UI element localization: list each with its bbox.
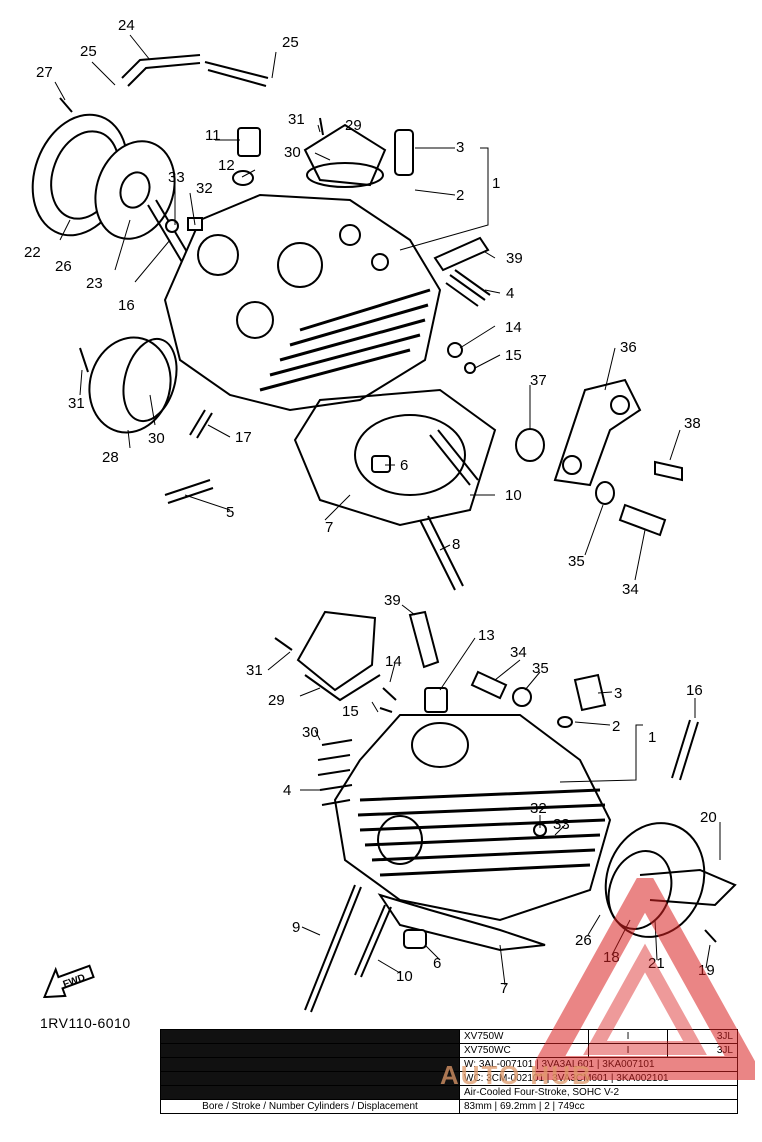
table-row: Bore / Stroke / Number Cylinders / Displ… <box>160 1099 738 1114</box>
callout-b-26: 26 <box>575 932 592 949</box>
callout-29: 29 <box>345 117 362 134</box>
callout-6: 6 <box>400 457 408 474</box>
row-label: Bore / Stroke / Number Cylinders / Displ… <box>160 1099 460 1114</box>
callout-b-6: 6 <box>433 955 441 972</box>
callout-16: 16 <box>118 297 135 314</box>
callout-23: 23 <box>86 275 103 292</box>
row-value: XV750WC <box>459 1043 589 1058</box>
callout-38: 38 <box>684 415 701 432</box>
row-label <box>160 1057 460 1072</box>
row-right: 3JL <box>667 1043 738 1058</box>
callout-b-16: 16 <box>686 682 703 699</box>
watermark-label: AUTO HUB <box>440 1060 593 1090</box>
callout-7: 7 <box>325 519 333 536</box>
callout-4: 4 <box>506 285 514 302</box>
callout-14: 14 <box>505 319 522 336</box>
callout-b-4: 4 <box>283 782 291 799</box>
table-row: Air-Cooled Four-Stroke, SOHC V-2 <box>160 1085 738 1100</box>
callout-b-30: 30 <box>302 724 319 741</box>
callout-28: 28 <box>102 449 119 466</box>
row-value: 83mm | 69.2mm | 2 | 749cc <box>459 1099 738 1114</box>
callout-31: 31 <box>288 111 305 128</box>
callout-12: 12 <box>218 157 235 174</box>
diagram-code: 1RV110-6010 <box>40 1015 131 1031</box>
row-value: XV750W <box>459 1029 589 1044</box>
callout-11: 11 <box>205 127 221 144</box>
callout-25-left: 25 <box>80 43 97 60</box>
callout-b-19: 19 <box>698 962 715 979</box>
callout-b-33: 33 <box>553 816 570 833</box>
callout-5: 5 <box>226 504 234 521</box>
callout-2: 2 <box>456 187 464 204</box>
callout-b-31: 31 <box>246 662 263 679</box>
callout-b-15: 15 <box>342 703 359 720</box>
top-head-assembly <box>31 54 683 591</box>
row-label <box>160 1029 460 1044</box>
callout-b-1: 1 <box>648 729 656 746</box>
row-mid: I <box>588 1043 668 1058</box>
callout-3: 3 <box>456 139 464 156</box>
callout-35: 35 <box>568 553 585 570</box>
row-right: 3JL <box>667 1029 738 1044</box>
table-row: XV750W I 3JL <box>160 1029 738 1044</box>
callout-25-right: 25 <box>282 34 299 51</box>
table-row: XV750WC I 3JL <box>160 1043 738 1058</box>
callout-b-35: 35 <box>532 660 549 677</box>
row-label <box>160 1071 460 1086</box>
callout-b-34: 34 <box>510 644 527 661</box>
callout-10: 10 <box>505 487 522 504</box>
callout-27: 27 <box>36 64 53 81</box>
callout-b-3: 3 <box>614 685 622 702</box>
callout-30-lower: 30 <box>148 430 165 447</box>
callout-22: 22 <box>24 244 41 261</box>
row-mid: I <box>588 1029 668 1044</box>
callout-b-2: 2 <box>612 718 620 735</box>
callout-33: 33 <box>168 169 185 186</box>
callout-b-29: 29 <box>268 692 285 709</box>
callout-b-18: 18 <box>603 949 620 966</box>
callout-b-32: 32 <box>530 800 547 817</box>
callout-36: 36 <box>620 339 637 356</box>
callout-34: 34 <box>622 581 639 598</box>
callout-1: 1 <box>492 175 500 192</box>
callout-b-20: 20 <box>700 809 717 826</box>
row-label <box>160 1085 460 1100</box>
callout-26: 26 <box>55 258 72 275</box>
callout-b-7: 7 <box>500 980 508 997</box>
callout-31-lower: 31 <box>68 395 85 412</box>
forward-arrow-icon: FWD <box>38 958 98 1003</box>
callout-b-39: 39 <box>384 592 401 609</box>
callout-24: 24 <box>118 17 135 34</box>
watermark-text: AUTO HUB <box>440 1060 593 1091</box>
callout-17: 17 <box>235 429 252 446</box>
callout-8: 8 <box>452 536 460 553</box>
callout-39: 39 <box>506 250 523 267</box>
callout-30: 30 <box>284 144 301 161</box>
callout-37: 37 <box>530 372 547 389</box>
callout-b-13: 13 <box>478 627 495 644</box>
callout-b-21: 21 <box>648 955 665 972</box>
callout-32: 32 <box>196 180 213 197</box>
callout-b-10: 10 <box>396 968 413 985</box>
callout-b-14: 14 <box>385 653 402 670</box>
callout-b-9: 9 <box>292 919 300 936</box>
callout-15: 15 <box>505 347 522 364</box>
row-label <box>160 1043 460 1058</box>
